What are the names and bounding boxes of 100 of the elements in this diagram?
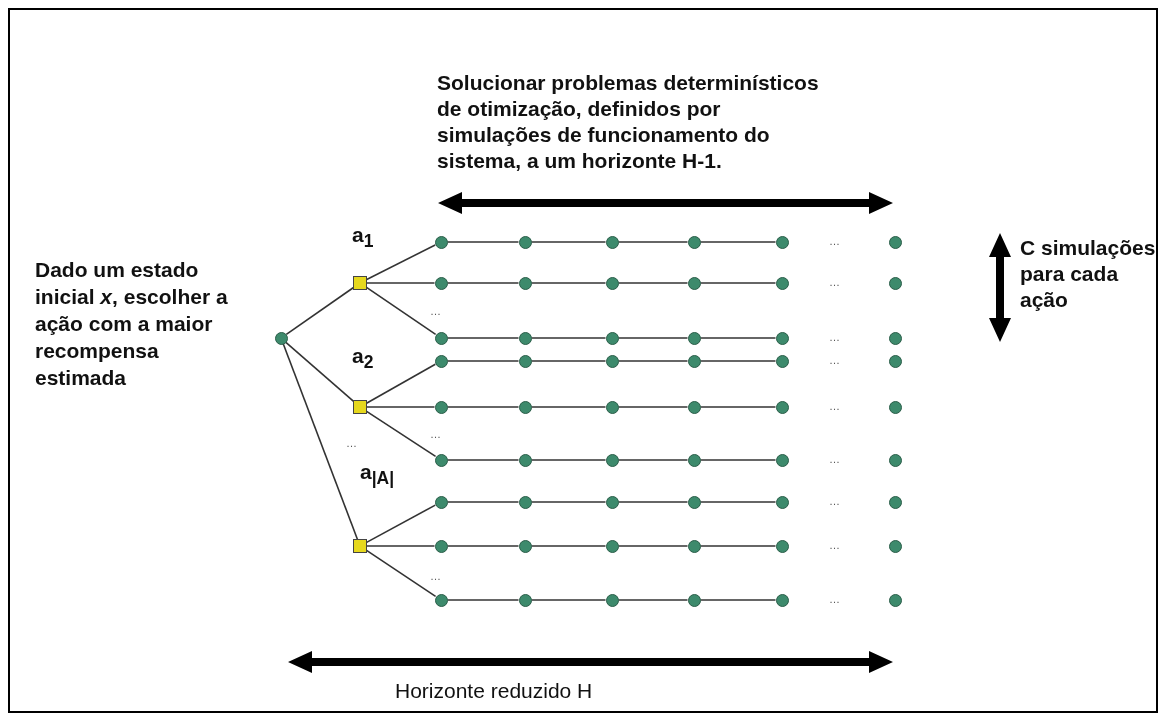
state-circle [434,593,448,607]
connector-line [365,410,437,458]
state-circle [518,331,532,345]
connector-line [617,360,689,362]
state-circle [518,235,532,249]
connector-line [699,545,777,547]
connector-line [366,282,436,284]
annotation-text: Horizonte reduzido H [395,678,593,704]
action-label: a$_{1}$ [352,222,374,254]
connector-line [699,501,777,503]
connector-line [282,343,359,541]
state-circle [518,593,532,607]
state-circle [518,400,532,414]
connector-line [285,341,356,404]
connector-line [530,545,607,547]
connector-line [446,545,520,547]
connector-line [617,337,689,339]
connector-line [366,406,436,408]
state-circle [687,593,701,607]
connector-line [365,363,437,405]
annotation-text: Solucionar problemas determinísticos de otimização, definidos por simulações de funcionamento do sistema, a um horizonte H-1. [437,70,820,174]
connector-line [530,337,607,339]
state-circle [775,453,789,467]
connector-line [617,501,689,503]
state-circle [518,539,532,553]
connector-line [285,286,356,336]
state-circle [605,495,619,509]
connector-line [530,241,607,243]
ellipsis-text: … [430,570,442,582]
ellipsis-text: … [829,539,841,551]
state-circle [687,235,701,249]
state-circle [518,276,532,290]
connector-line [446,337,520,339]
connector-line [617,406,689,408]
state-circle [888,235,902,249]
state-circle [274,331,288,345]
state-circle [687,495,701,509]
state-circle [434,354,448,368]
state-circle [605,235,619,249]
ellipsis-text: … [829,354,841,366]
annotation-text: C simulações para cada ação [1020,235,1157,313]
ellipsis-text: … [829,400,841,412]
connector-line [365,286,437,336]
state-circle [775,276,789,290]
state-circle [605,331,619,345]
state-circle [775,400,789,414]
ellipsis-text: … [430,305,442,317]
action-square [353,539,367,553]
state-circle [605,276,619,290]
state-circle [888,539,902,553]
state-circle [687,354,701,368]
connector-line [446,282,520,284]
connector-line [699,406,777,408]
state-circle [888,354,902,368]
state-circle [434,235,448,249]
ellipsis-text: … [829,331,841,343]
state-circle [687,400,701,414]
connector-line [446,406,520,408]
connector-line [446,599,520,601]
ellipsis-text: … [829,235,841,247]
connector-line [617,545,689,547]
connector-line [530,282,607,284]
connector-line [365,504,437,544]
connector-line [617,459,689,461]
action-label: a$_{|A|}$ [360,459,395,491]
connector-line [699,360,777,362]
state-circle [605,539,619,553]
action-square [353,400,367,414]
connector-line [446,360,520,362]
state-circle [775,495,789,509]
connector-line [365,244,436,281]
connector-line [446,501,520,503]
action-label: a$_{2}$ [352,343,374,375]
state-circle [775,331,789,345]
ellipsis-text: … [829,276,841,288]
connector-line [699,337,777,339]
connector-line [446,241,520,243]
connector-line [699,459,777,461]
ellipsis-text: … [346,437,358,449]
state-circle [687,539,701,553]
state-circle [518,354,532,368]
connector-line [617,282,689,284]
double-headed-arrow [438,192,893,214]
action-square [353,276,367,290]
state-circle [775,354,789,368]
connector-line [617,599,689,601]
state-circle [888,331,902,345]
double-headed-arrow [989,233,1011,342]
state-circle [687,453,701,467]
state-circle [775,539,789,553]
connector-line [699,241,777,243]
double-headed-arrow [288,651,893,673]
state-circle [888,276,902,290]
state-circle [434,276,448,290]
connector-line [530,599,607,601]
state-circle [434,453,448,467]
ellipsis-text: … [829,593,841,605]
connector-line [699,599,777,601]
state-circle [434,400,448,414]
state-circle [687,276,701,290]
